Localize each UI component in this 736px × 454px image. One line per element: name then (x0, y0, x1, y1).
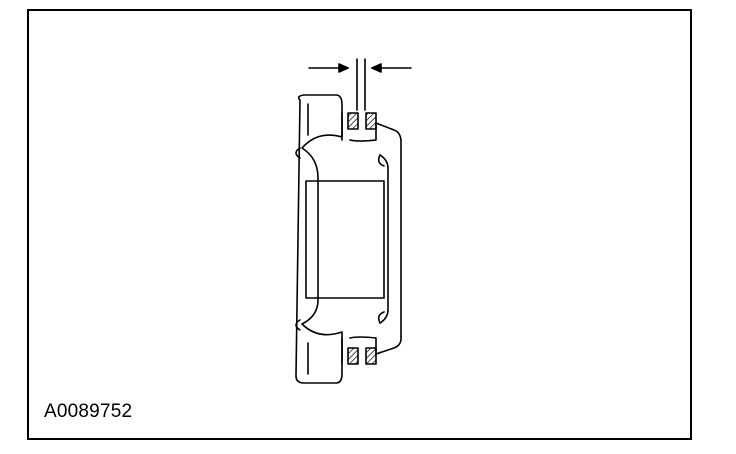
flange-body (349, 122, 402, 355)
figure-id-label: A0089752 (44, 401, 133, 422)
center-bore (305, 180, 385, 299)
figure-border (27, 9, 692, 440)
hub-body (295, 94, 343, 384)
seal-rings-bottom (341, 337, 377, 365)
seal-rings-top (341, 112, 377, 141)
clearance-dimension (308, 58, 412, 111)
